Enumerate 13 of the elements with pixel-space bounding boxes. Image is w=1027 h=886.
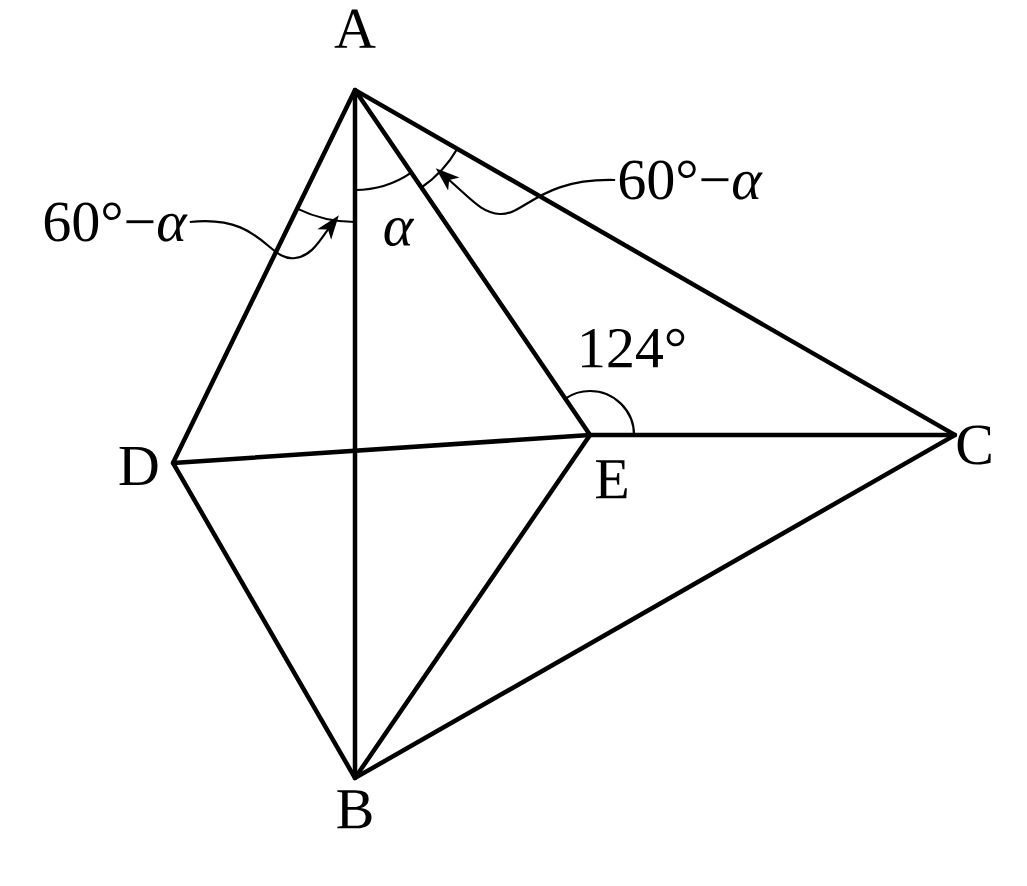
angle-label: 60°−α [619,160,763,200]
angle-label: α [384,218,415,246]
line-segment [352,432,958,781]
vertex-label: D [119,446,158,486]
vertex-label: B [337,790,372,829]
angle-label: 124° [582,328,685,368]
angle-arc [296,207,356,224]
angle-label: 60°−α [44,202,188,242]
vertex-label: E [595,460,627,499]
line-segment [170,460,358,781]
vertex-label: C [957,425,991,465]
vertex-label: A [334,9,376,48]
angle-arc [420,148,459,189]
